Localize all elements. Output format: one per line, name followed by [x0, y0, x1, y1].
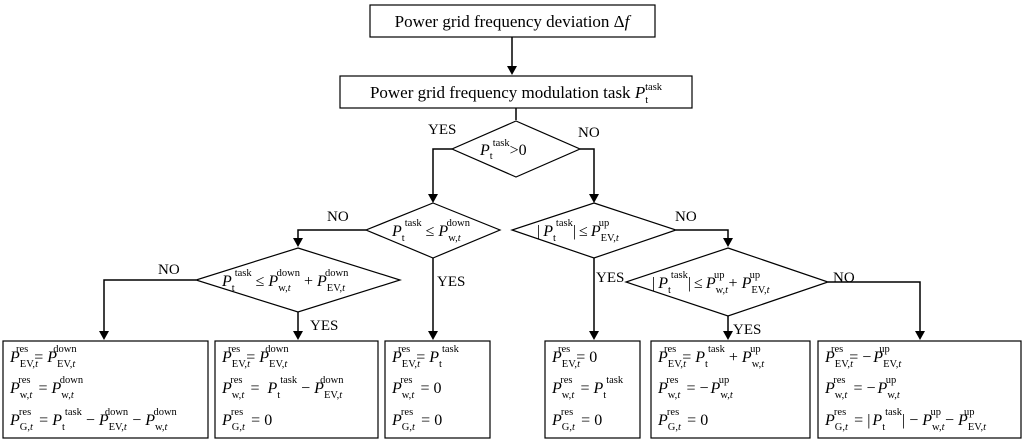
d2-no-label: NO: [327, 209, 349, 225]
decision-abs-task-le-wind-plus-ev-up: |Pttask|≤Pw,tup+PEV,tup: [624, 247, 830, 317]
decision-task-positive: Pttask>0: [450, 120, 582, 178]
frequency-deviation-box: Power grid frequency deviation Δf: [369, 4, 656, 38]
svg-text:Power grid frequency modulatio: Power grid frequency modulation task Ptt…: [370, 82, 663, 106]
svg-text:Pw,tres=Pttask−PEV,tdown: Pw,tres=Pttask−PEV,tdown: [221, 375, 344, 401]
result-box-3: PEV,tres=Pttask Pw,tres= 0 PG,tres= 0: [384, 340, 491, 439]
svg-text:Pttask>0: Pttask>0: [479, 138, 527, 162]
svg-text:Pw,tres=Pw,tdown: Pw,tres=Pw,tdown: [9, 375, 84, 401]
decision-task-le-wind-plus-ev-down: Pttask≤Pw,tdown+PEV,tdown: [193, 247, 403, 313]
svg-text:Pw,tres= 0: Pw,tres= 0: [391, 375, 442, 401]
d1-yes-label: YES: [428, 122, 456, 138]
svg-text:PG,tres= 0: PG,tres= 0: [551, 407, 602, 433]
svg-text:PEV,tres=PEV,tdown: PEV,tres=PEV,tdown: [221, 344, 289, 370]
d2-yes-label: YES: [437, 274, 465, 290]
result-box-4: PEV,tres= 0 Pw,tres=Pttask PG,tres= 0: [544, 340, 641, 439]
svg-text:PEV,tres=Pttask+Pw,tup: PEV,tres=Pttask+Pw,tup: [657, 344, 765, 370]
d4-no-label: NO: [675, 209, 697, 225]
svg-text:PG,tres=|Pttask|−Pw,tup−PEV,tu: PG,tres=|Pttask|−Pw,tup−PEV,tup: [824, 407, 987, 433]
d5-yes-label: YES: [733, 322, 761, 338]
decision-task-le-wind-down: Pttask≤Pw,tdown: [364, 202, 502, 259]
modulation-task-box: Power grid frequency modulation task Ptt…: [339, 75, 693, 109]
result-box-5: PEV,tres=Pttask+Pw,tup Pw,tres= −Pw,tup …: [650, 340, 811, 439]
svg-text:Pttask≤Pw,tdown+PEV,tdown: Pttask≤Pw,tdown+PEV,tdown: [221, 268, 349, 294]
svg-text:Pw,tres= −Pw,tup: Pw,tres= −Pw,tup: [824, 375, 901, 401]
svg-text:Pw,tres=Pttask: Pw,tres=Pttask: [551, 375, 624, 401]
svg-text:PEV,tres= −PEV,tup: PEV,tres= −PEV,tup: [824, 344, 902, 370]
svg-text:PG,tres= 0: PG,tres= 0: [391, 407, 442, 433]
svg-text:Power grid frequency deviation: Power grid frequency deviation Δf: [395, 12, 632, 31]
svg-text:PG,tres= 0: PG,tres= 0: [657, 407, 708, 433]
decision-abs-task-le-ev-up: |Pttask|≤PEV,tup: [510, 202, 678, 259]
svg-text:|Pttask|≤PEV,tup: |Pttask|≤PEV,tup: [537, 218, 620, 244]
svg-text:PEV,tres= 0: PEV,tres= 0: [551, 344, 597, 370]
result-box-1: PEV,tres=PEV,tdown Pw,tres=Pw,tdown PG,t…: [2, 340, 209, 439]
svg-text:PEV,tres=Pttask: PEV,tres=Pttask: [391, 344, 460, 370]
svg-text:PEV,tres=PEV,tdown: PEV,tres=PEV,tdown: [9, 344, 77, 370]
svg-text:PG,tres= 0: PG,tres= 0: [221, 407, 272, 433]
d5-no-label: NO: [833, 270, 855, 286]
d3-no-label: NO: [158, 262, 180, 278]
svg-text:Pw,tres= −Pw,tup: Pw,tres= −Pw,tup: [657, 375, 734, 401]
d3-yes-label: YES: [310, 318, 338, 334]
d4-yes-label: YES: [596, 270, 624, 286]
svg-text:|Pttask|≤Pw,tup+PEV,tup: |Pttask|≤Pw,tup+PEV,tup: [652, 270, 771, 296]
svg-text:PG,tres=Pttask−PEV,tdown−Pw,td: PG,tres=Pttask−PEV,tdown−Pw,tdown: [9, 407, 178, 433]
svg-text:Pttask≤Pw,tdown: Pttask≤Pw,tdown: [391, 218, 471, 244]
result-box-2: PEV,tres=PEV,tdown Pw,tres=Pttask−PEV,td…: [214, 340, 379, 439]
result-box-6: PEV,tres= −PEV,tup Pw,tres= −Pw,tup PG,t…: [817, 340, 1022, 439]
d1-no-label: NO: [578, 125, 600, 141]
